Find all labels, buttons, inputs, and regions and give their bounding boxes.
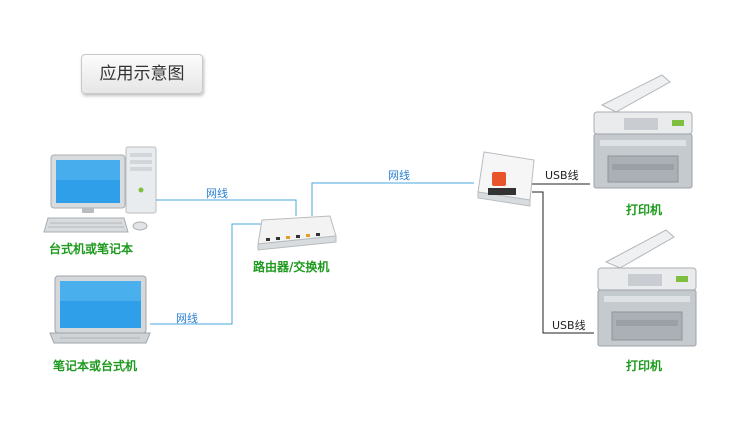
desktop-label: 台式机或笔记本 <box>49 242 134 256</box>
cable-label-laptop: 网线 <box>176 312 198 325</box>
router-icon <box>257 215 337 251</box>
print-server-icon <box>477 151 535 207</box>
laptop-icon <box>49 275 151 344</box>
cable-router-server <box>311 182 474 216</box>
laptop-label: 笔记本或台式机 <box>53 359 138 373</box>
diagram-title: 应用示意图 <box>81 54 203 94</box>
usb-label-bottom: USB线 <box>552 319 586 332</box>
printer-bottom-label: 打印机 <box>626 359 663 373</box>
cable-label-server: 网线 <box>388 169 410 182</box>
usb-label-top: USB线 <box>545 169 579 182</box>
printer-top-icon <box>593 74 693 189</box>
printer-top-label: 打印机 <box>626 203 663 217</box>
desktop-computer-icon <box>43 146 157 233</box>
router-label: 路由器/交换机 <box>253 260 330 274</box>
cable-label-desktop: 网线 <box>206 187 228 200</box>
usb-cable-bottom <box>532 191 594 334</box>
cable-laptop-router <box>150 223 262 325</box>
printer-bottom-icon <box>597 229 697 347</box>
cable-desktop-router <box>155 199 297 216</box>
